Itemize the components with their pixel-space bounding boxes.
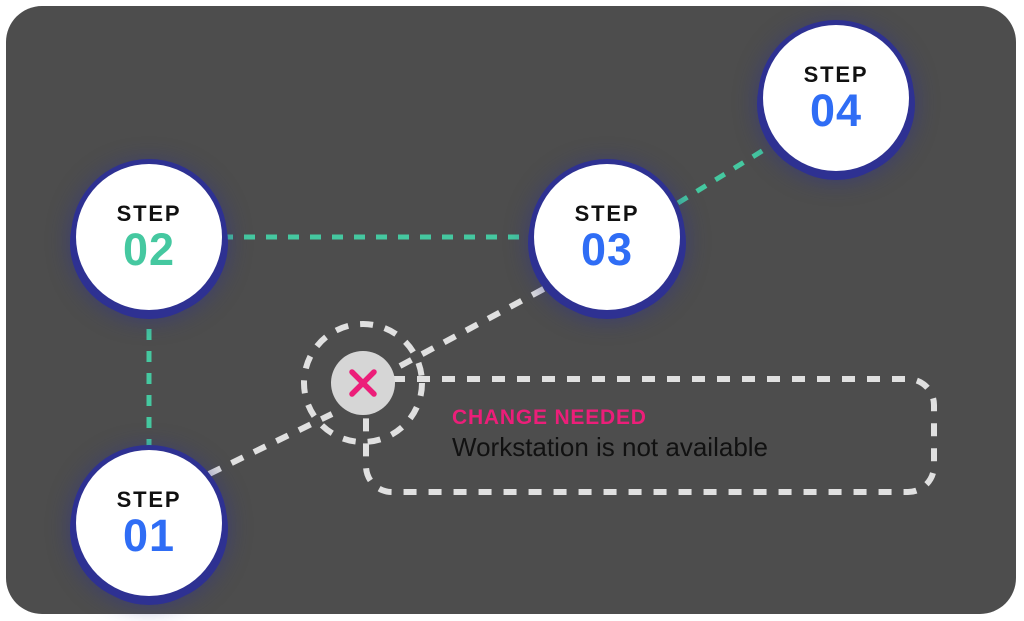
- connector-step-01-to-error-marker: [207, 411, 334, 477]
- step-label: STEP: [116, 200, 182, 226]
- callout-body: Workstation is not available: [452, 432, 769, 463]
- change-needed-callout: CHANGE NEEDED Workstation is not availab…: [452, 406, 768, 462]
- step-node-03[interactable]: STEP 03: [534, 164, 680, 310]
- error-marker-node[interactable]: [331, 351, 395, 415]
- error-marker-ring: [301, 321, 425, 445]
- step-label: STEP: [574, 200, 640, 226]
- callout-box: [363, 376, 937, 495]
- connector-step-03-to-step-04: [676, 140, 777, 206]
- x-cross-icon: [349, 369, 377, 397]
- step-number: 02: [122, 223, 176, 275]
- callout-title: CHANGE NEEDED: [452, 406, 647, 429]
- step-node-02[interactable]: STEP 02: [76, 164, 222, 310]
- step-label: STEP: [803, 61, 869, 87]
- step-number: 01: [122, 509, 176, 561]
- step-node-01[interactable]: STEP 01: [76, 450, 222, 596]
- step-number: 03: [580, 223, 634, 275]
- step-number: 04: [809, 84, 863, 136]
- step-node-04[interactable]: STEP 04: [763, 25, 909, 171]
- step-label: STEP: [116, 486, 182, 512]
- connector-error-marker-to-step-03: [398, 282, 553, 369]
